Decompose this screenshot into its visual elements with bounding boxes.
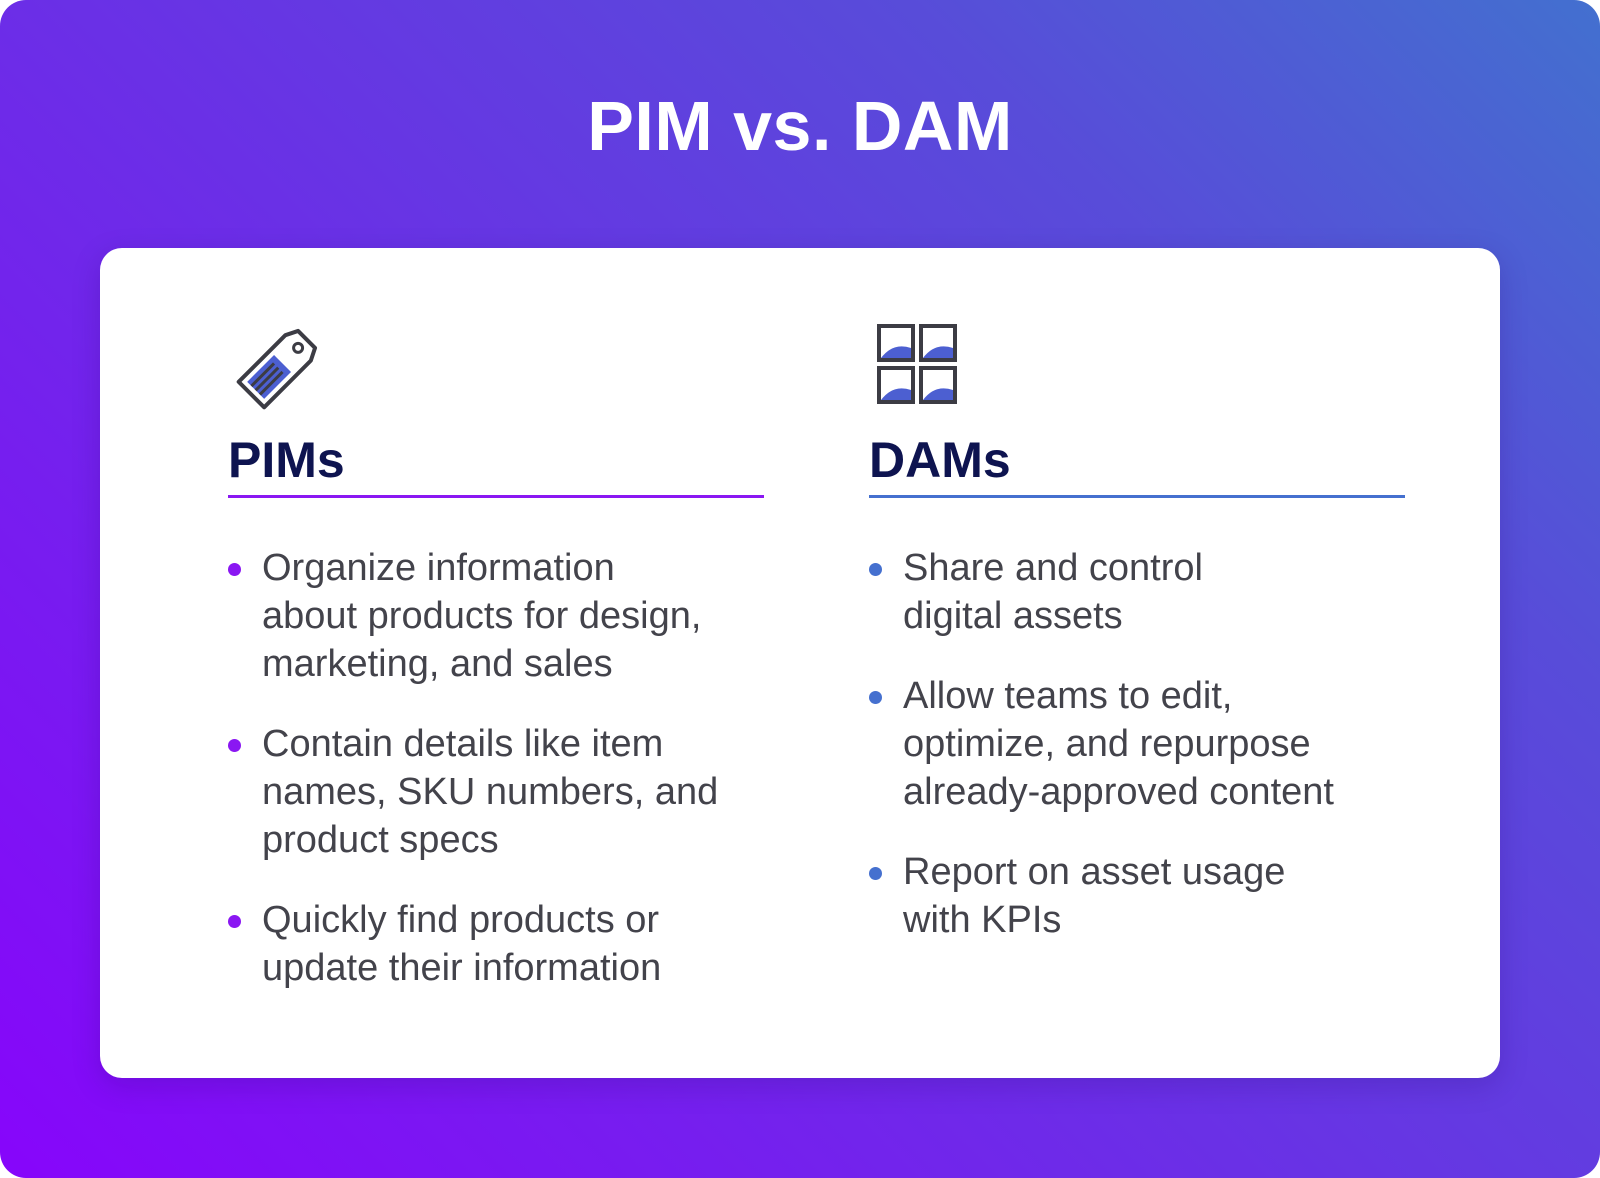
pim-bullet-list: Organize information about products for … (228, 544, 768, 1024)
bullet-dot-icon (228, 563, 241, 576)
dam-bullet-list: Share and control digital assets Allow t… (869, 544, 1409, 976)
bullet-dot-icon (228, 739, 241, 752)
bullet-dot-icon (228, 915, 241, 928)
bullet-dot-icon (869, 691, 882, 704)
bullet-dot-icon (869, 563, 882, 576)
bullet-text-line: digital assets (903, 595, 1123, 637)
list-item: Quickly find products or update their in… (228, 896, 768, 992)
image-grid-icon (873, 320, 967, 414)
list-item: Contain details like item names, SKU num… (228, 720, 768, 864)
list-item: Allow teams to edit, optimize, and repur… (869, 672, 1409, 816)
bullet-text-line: update their information (262, 947, 662, 989)
bullet-text-line: Contain details like item (262, 723, 664, 765)
pim-column: PIMs Organize information about products… (228, 248, 768, 1078)
list-item: Share and control digital assets (869, 544, 1409, 640)
bullet-dot-icon (869, 867, 882, 880)
dam-column: DAMs Share and control digital assets Al… (869, 248, 1409, 1078)
dam-divider (869, 495, 1405, 498)
bullet-text-line: Organize information (262, 547, 615, 589)
bullet-text-line: optimize, and repurpose (903, 723, 1311, 765)
price-tag-icon (232, 320, 326, 414)
bullet-text-line: Share and control (903, 547, 1203, 589)
dam-heading: DAMs (869, 432, 1011, 488)
bullet-text-line: names, SKU numbers, and (262, 771, 719, 813)
bullet-text-line: already-approved content (903, 771, 1334, 813)
pim-divider (228, 495, 764, 498)
bullet-text-line: with KPIs (903, 899, 1062, 941)
bullet-text-line: marketing, and sales (262, 643, 613, 685)
bullet-text-line: about products for design, (262, 595, 702, 637)
bullet-text-line: Allow teams to edit, (903, 675, 1233, 717)
page-title: PIM vs. DAM (587, 87, 1013, 165)
bullet-text-line: product specs (262, 819, 499, 861)
list-item: Organize information about products for … (228, 544, 768, 688)
bullet-text-line: Report on asset usage (903, 851, 1286, 893)
pim-heading: PIMs (228, 432, 345, 488)
comparison-card: PIMs Organize information about products… (100, 248, 1500, 1078)
bullet-text-line: Quickly find products or (262, 899, 660, 941)
list-item: Report on asset usage with KPIs (869, 848, 1409, 944)
